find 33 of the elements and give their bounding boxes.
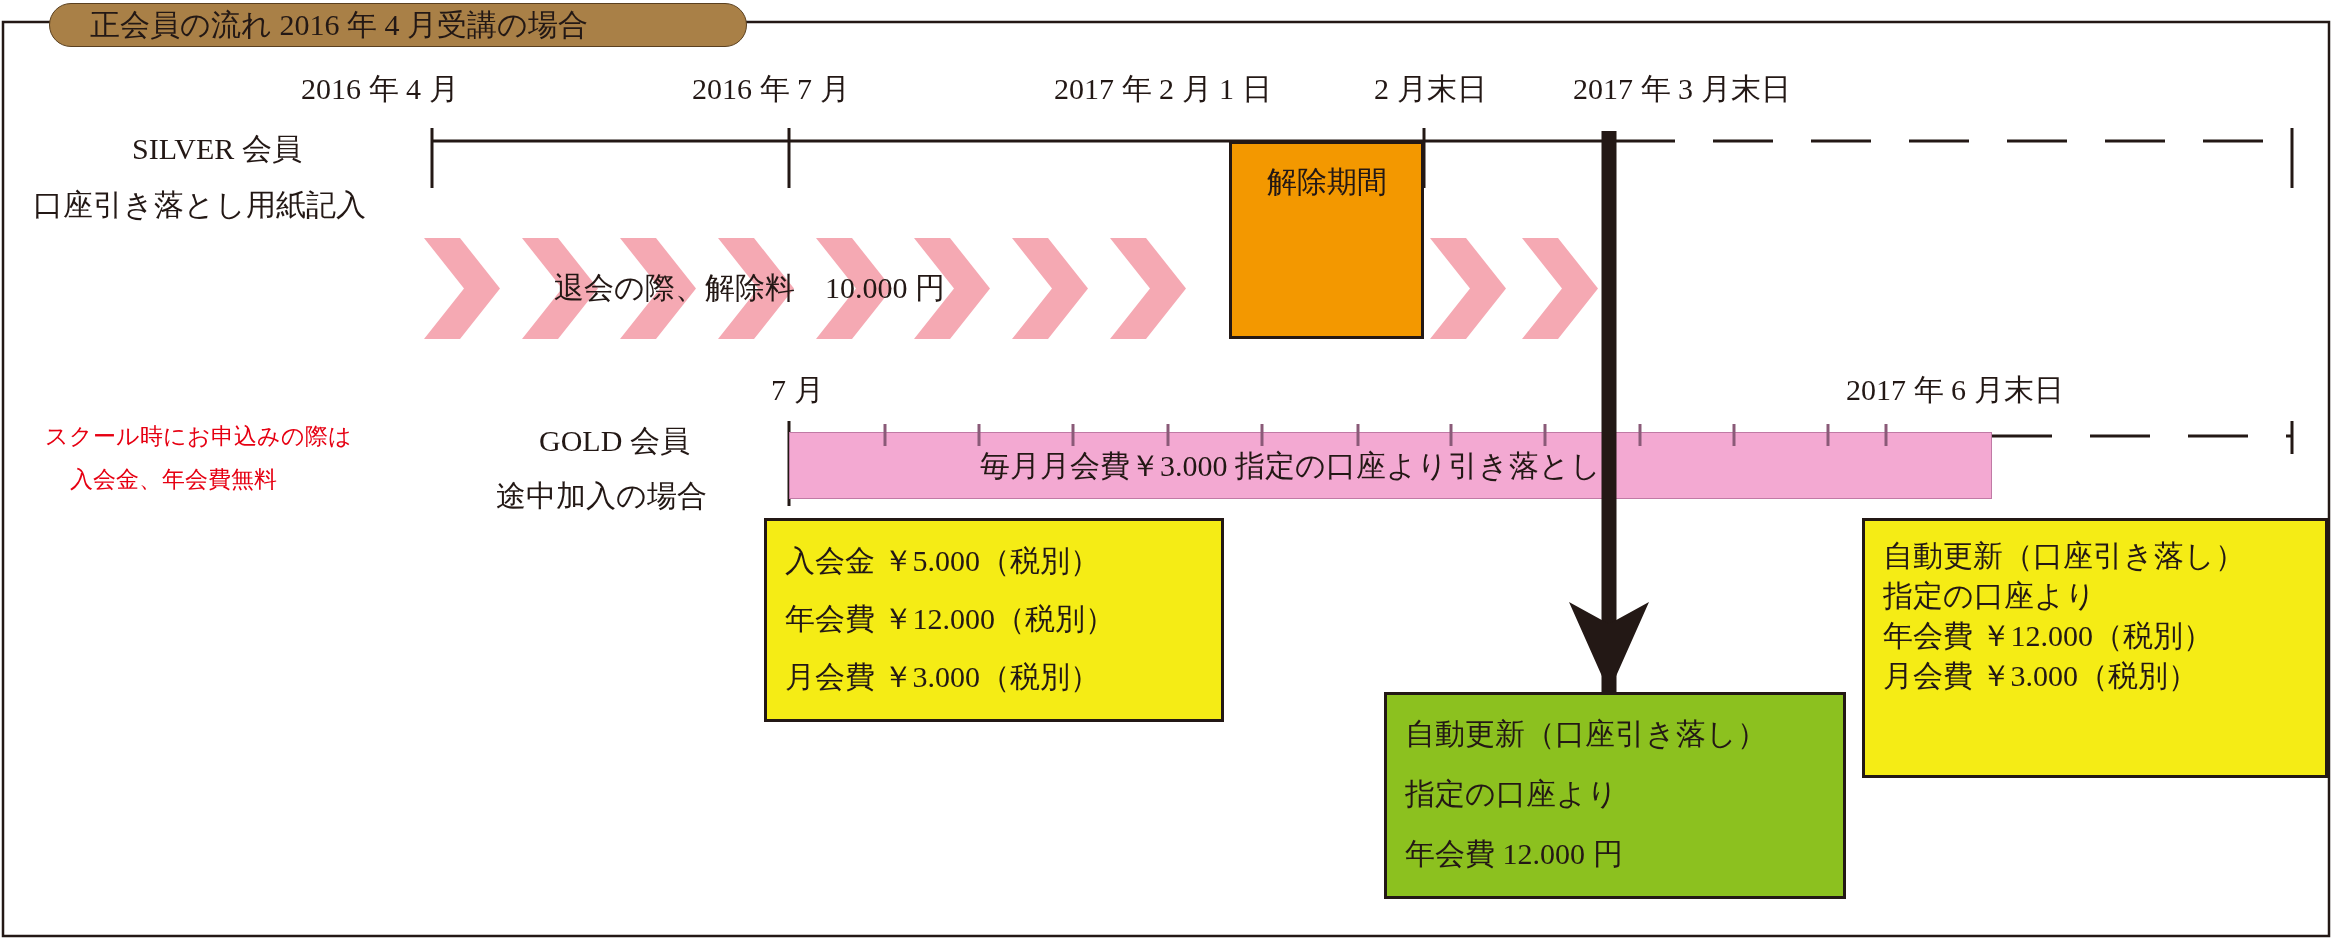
box-text: 自動更新（口座引き落し）	[1405, 716, 1767, 752]
date-label: 7 月	[771, 372, 824, 408]
box-text: 年会費 ￥12.000（税別）	[785, 601, 1115, 637]
box-text: 退会の際、解除料 10.000 円	[554, 270, 945, 306]
date-label: 2 月末日	[1374, 71, 1487, 107]
note-text: スクール時にお申込みの際は	[45, 422, 352, 450]
box-text: 指定の口座より	[1883, 578, 2096, 614]
box-text: 毎月月会費￥3.000 指定の口座より引き落とし	[980, 448, 1601, 484]
date-label: 2017 年 3 月末日	[1573, 71, 1791, 107]
date-label: 2017 年 6 月末日	[1846, 372, 2064, 408]
period-box	[1229, 141, 1424, 339]
row-label: 途中加入の場合	[496, 478, 707, 514]
box-text: 月会費 ￥3.000（税別）	[785, 659, 1100, 695]
row-label: GOLD 会員	[539, 423, 690, 459]
arrow	[1569, 131, 1649, 692]
note-text: 入会金、年会費無料	[70, 465, 277, 493]
fee-bar	[789, 432, 1992, 499]
box-text: 年会費 12.000 円	[1405, 836, 1623, 872]
row-label: 口座引き落とし用紙記入	[33, 187, 366, 223]
box-text: 解除期間	[1266, 164, 1387, 200]
info-box	[1384, 692, 1846, 899]
title-pill: 正会員の流れ 2016 年 4 月受講の場合	[49, 3, 747, 47]
date-label: 2016 年 4 月	[301, 71, 459, 107]
box-text: 指定の口座より	[1405, 776, 1618, 812]
box-text: 自動更新（口座引き落し）	[1883, 538, 2245, 574]
box-text: 入会金 ￥5.000（税別）	[785, 543, 1100, 579]
row-label: SILVER 会員	[132, 131, 302, 167]
box-text: 月会費 ￥3.000（税別）	[1883, 658, 2198, 694]
date-label: 2016 年 7 月	[692, 71, 850, 107]
info-box	[764, 518, 1224, 722]
info-box	[1862, 518, 2328, 778]
box-text: 年会費 ￥12.000（税別）	[1883, 618, 2213, 654]
date-label: 2017 年 2 月 1 日	[1054, 71, 1272, 107]
